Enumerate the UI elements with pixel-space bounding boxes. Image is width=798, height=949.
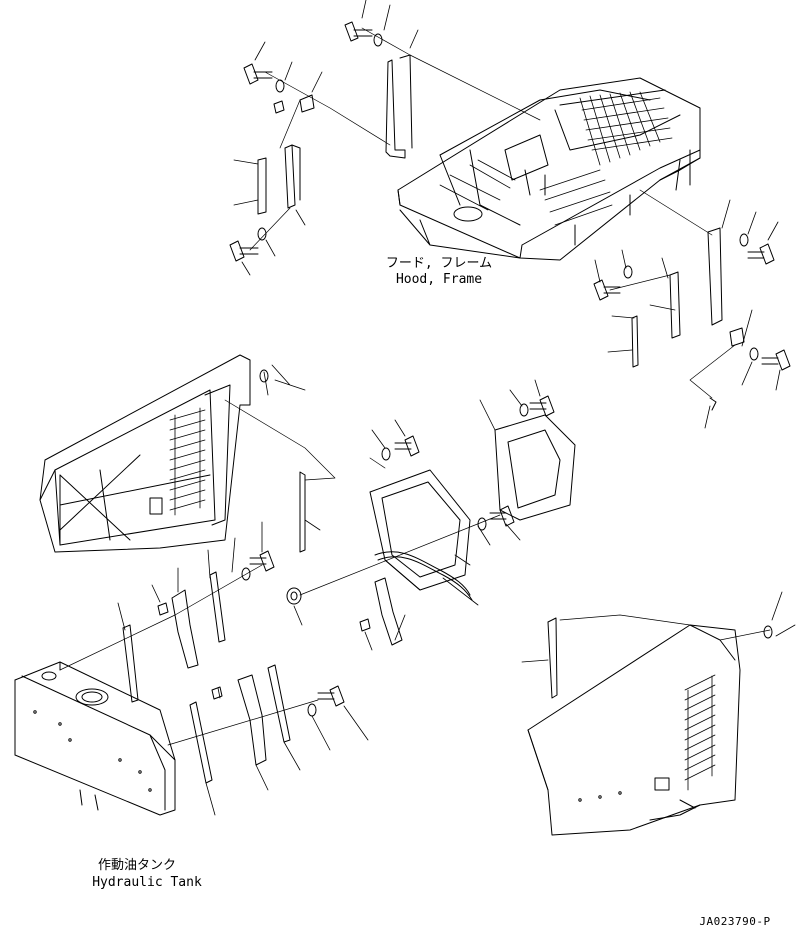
right-cover-grille <box>685 675 715 790</box>
hydraulic-tank <box>15 662 175 815</box>
hood-frame-assembly <box>398 78 700 260</box>
bolt <box>230 22 790 706</box>
right-side-cover <box>528 625 740 835</box>
nut <box>158 101 370 699</box>
hood-frame-label-jp: フード, フレーム <box>385 256 493 271</box>
clip <box>300 95 744 410</box>
hydraulic-tank-label-en: Hydraulic Tank <box>92 875 202 890</box>
stay-rod <box>123 158 638 783</box>
bracket <box>172 55 722 765</box>
left-cover-grille <box>170 408 205 515</box>
hood-frame-label-en: Hood, Frame <box>395 272 483 287</box>
hood-grille <box>440 92 672 225</box>
hydraulic-tank-label-jp: 作動油タンク <box>97 858 176 873</box>
drawing-code: JA023790-P <box>699 915 771 928</box>
callout-lines <box>118 0 795 815</box>
left-side-cover <box>40 355 250 552</box>
leader-lines <box>60 28 770 745</box>
washer <box>242 34 772 716</box>
rubber-seal <box>375 552 472 600</box>
cover-plate <box>370 415 575 590</box>
